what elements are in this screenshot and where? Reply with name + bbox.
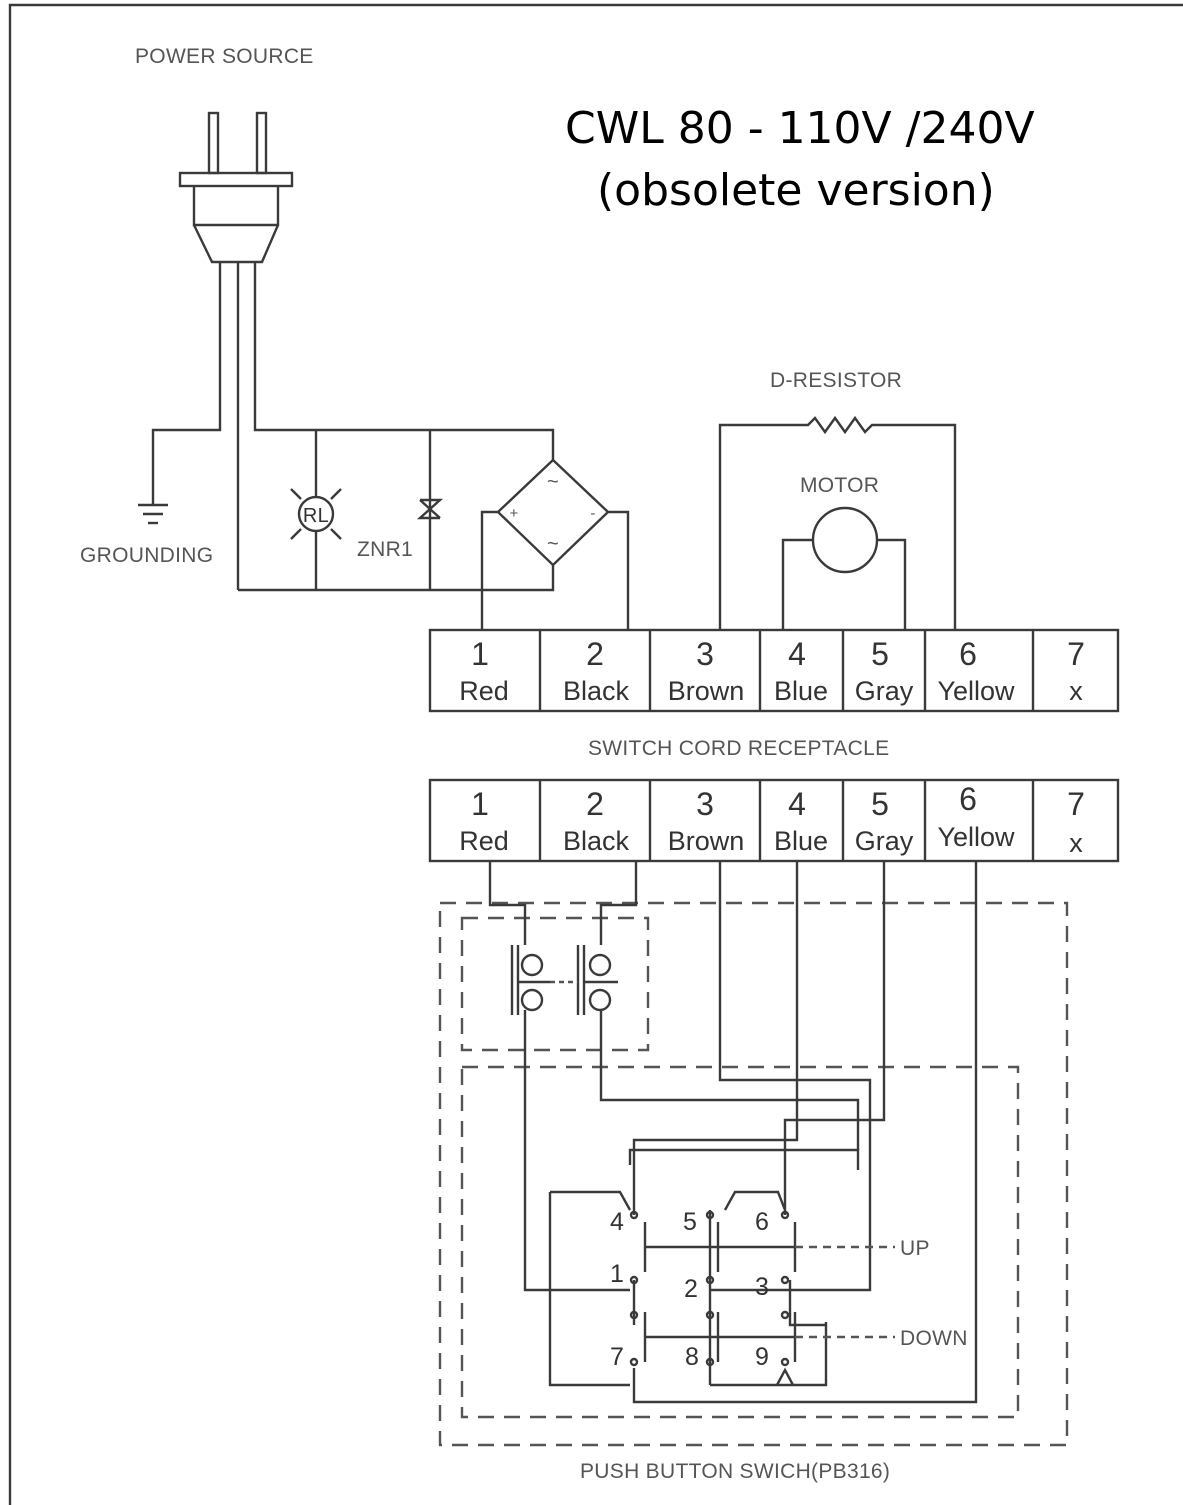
terminal-number: 5 — [871, 786, 889, 822]
grounding-label: GROUNDING — [80, 544, 213, 567]
diagram-subtitle: (obsolete version) — [597, 165, 995, 216]
bridge-plus-wire — [480, 510, 498, 630]
wire-brown — [710, 861, 872, 1292]
terminal-color: Blue — [774, 676, 828, 706]
znr1-label: ZNR1 — [357, 538, 413, 561]
terminal-number: 3 — [696, 786, 714, 822]
receptacle-label: SWITCH CORD RECEPTACLE — [588, 737, 889, 760]
terminal-color: Red — [459, 826, 509, 856]
terminal-color: Brown — [668, 826, 745, 856]
varistor-icon — [416, 498, 444, 520]
up-label: UP — [900, 1237, 930, 1260]
terminal-number: 2 — [586, 786, 604, 822]
terminal-number: 4 — [788, 636, 806, 672]
plug-icon — [178, 111, 294, 264]
stop-button-enclosure — [460, 916, 650, 1052]
terminal-number: 7 — [1067, 786, 1085, 822]
terminal-number: 5 — [871, 636, 889, 672]
bridge-rectifier-icon: ~ ~ + - — [496, 458, 610, 567]
terminal-number: 3 — [696, 636, 714, 672]
receptacle-terminal-strip: 1 Red 2 Black 3 Brown 4 Blue 5 Gray 6 Ye… — [428, 628, 1120, 713]
svg-text:8: 8 — [685, 1343, 699, 1371]
d-resistor-label: D-RESISTOR — [770, 369, 902, 392]
terminal-color: Red — [459, 676, 509, 706]
wire-gray — [783, 861, 886, 1215]
power-source-label: POWER SOURCE — [135, 45, 314, 68]
terminal-color: Black — [563, 826, 630, 856]
terminal-color: Gray — [855, 676, 914, 706]
terminal-color: x — [1069, 828, 1083, 858]
terminal-number: 2 — [586, 636, 604, 672]
terminal-number: 6 — [959, 636, 977, 672]
terminal-number: 1 — [471, 786, 489, 822]
relay-lamp-icon: RL — [290, 488, 342, 540]
bottom-bus-wire — [238, 565, 555, 592]
terminal-color: x — [1069, 676, 1083, 706]
svg-text:1: 1 — [610, 1260, 624, 1288]
svg-text:RL: RL — [303, 505, 329, 527]
terminal-color: Yellow — [937, 676, 1015, 706]
terminal-color: Blue — [774, 826, 828, 856]
ground-icon — [138, 503, 168, 525]
bridge-minus-wire — [608, 510, 630, 630]
terminal-color: Yellow — [937, 822, 1015, 852]
terminal-color: Brown — [668, 676, 745, 706]
switch-cord-terminal-strip: 1 Red 2 Black 3 Brown 4 Blue 5 Gray 6 Ye… — [428, 778, 1120, 863]
svg-text:9: 9 — [755, 1343, 769, 1371]
ground-wire — [151, 262, 222, 505]
diagram-title: CWL 80 - 110V /240V — [565, 103, 1035, 154]
d-resistor-wire — [718, 415, 957, 630]
motor-label: MOTOR — [800, 474, 879, 497]
motor-icon — [811, 506, 879, 574]
svg-text:3: 3 — [755, 1273, 769, 1301]
svg-text:+: + — [509, 505, 518, 522]
terminal-color: Black — [563, 676, 630, 706]
push-button-label: PUSH BUTTON SWICH(PB316) — [580, 1460, 890, 1483]
terminal-number: 7 — [1067, 636, 1085, 672]
terminal-number: 6 — [959, 781, 977, 817]
line-wire — [253, 262, 555, 460]
svg-text:6: 6 — [755, 1208, 769, 1236]
wire-black — [599, 861, 638, 945]
svg-text:4: 4 — [610, 1208, 624, 1236]
stop-output-wire — [599, 1010, 860, 1150]
down-label: DOWN — [900, 1327, 968, 1350]
stop-button-contacts-icon — [510, 945, 618, 1015]
motor-wires — [781, 538, 907, 630]
svg-text:7: 7 — [610, 1343, 624, 1371]
svg-text:-: - — [590, 505, 595, 522]
svg-text:5: 5 — [683, 1208, 697, 1236]
wire-yellow — [632, 861, 978, 1404]
stop-return-wire — [523, 1010, 630, 1292]
push-button-enclosure — [438, 901, 1069, 1447]
terminal-color: Gray — [855, 826, 914, 856]
wire-blue — [632, 861, 799, 1215]
svg-text:2: 2 — [684, 1275, 698, 1303]
svg-text:~: ~ — [547, 533, 559, 555]
terminal-number: 4 — [788, 786, 806, 822]
svg-text:~: ~ — [547, 471, 559, 493]
updown-switch-enclosure — [460, 1065, 1020, 1419]
updown-switch-matrix: 4 5 6 1 2 3 7 8 9 — [548, 1148, 895, 1387]
wire-red — [488, 861, 527, 945]
page-border — [8, 3, 1183, 1505]
terminal-number: 1 — [471, 636, 489, 672]
